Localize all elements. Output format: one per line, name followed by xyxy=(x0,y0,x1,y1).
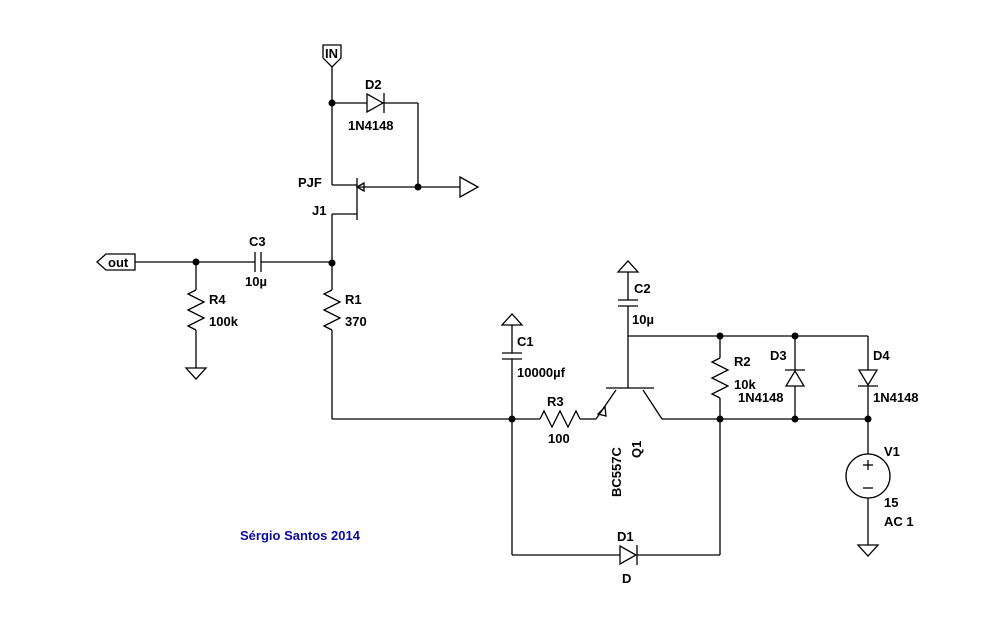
output-port-label: out xyxy=(108,255,129,270)
c3-value: 10µ xyxy=(245,274,267,289)
d3-name: D3 xyxy=(770,348,787,363)
diode-d4: D4 1N4148 xyxy=(857,348,919,405)
d4-name: D4 xyxy=(873,348,890,363)
v1-name: V1 xyxy=(884,444,900,459)
input-port: IN xyxy=(322,44,342,68)
c1-value: 10000µf xyxy=(517,365,566,380)
c1-name: C1 xyxy=(517,334,534,349)
resistor-r2: R2 10k xyxy=(710,354,756,399)
transistor-q1: BC557C Q1 xyxy=(595,387,663,497)
d1-name: D1 xyxy=(617,529,634,544)
r1-value: 370 xyxy=(345,314,367,329)
author-credit: Sérgio Santos 2014 xyxy=(240,528,361,543)
r2-name: R2 xyxy=(734,354,751,369)
capacitor-c1: C1 10000µf xyxy=(502,334,566,380)
d2-value: 1N4148 xyxy=(348,118,394,133)
d4-value: 1N4148 xyxy=(873,390,919,405)
ground-symbol xyxy=(184,367,208,380)
ground-symbol xyxy=(459,175,480,199)
capacitor-c3: C3 10µ xyxy=(245,234,267,289)
v1-ac: AC 1 xyxy=(884,514,914,529)
ground-symbol xyxy=(616,260,640,273)
diode-d3: D3 1N4148 xyxy=(738,348,806,405)
r4-name: R4 xyxy=(209,292,226,307)
j1-value: PJF xyxy=(298,175,322,190)
r3-name: R3 xyxy=(547,394,564,409)
v1-value: 15 xyxy=(884,495,898,510)
ground-symbol xyxy=(500,313,524,326)
d1-value: D xyxy=(622,571,631,586)
diode-d2: D2 1N4148 xyxy=(332,77,418,133)
j1-name: J1 xyxy=(312,203,326,218)
input-port-label: IN xyxy=(325,46,338,61)
c2-value: 10µ xyxy=(632,312,654,327)
diode-d1: D1 D xyxy=(617,529,638,586)
q1-value: BC557C xyxy=(609,447,624,497)
resistor-r3: R3 100 xyxy=(539,394,581,446)
c2-name: C2 xyxy=(634,281,651,296)
c3-name: C3 xyxy=(249,234,266,249)
capacitor-c2: C2 10µ xyxy=(618,281,654,327)
resistor-r4: R4 100k xyxy=(186,289,239,331)
ground-symbol xyxy=(856,544,880,557)
jfet-j1: PJF J1 xyxy=(298,175,418,220)
r3-value: 100 xyxy=(548,431,570,446)
d2-name: D2 xyxy=(365,77,382,92)
voltage-source-v1: V1 15 AC 1 xyxy=(845,444,914,529)
r2-value: 10k xyxy=(734,377,756,392)
d3-value: 1N4148 xyxy=(738,390,784,405)
r1-name: R1 xyxy=(345,292,362,307)
r4-value: 100k xyxy=(209,314,239,329)
resistor-r1: R1 370 xyxy=(322,289,367,331)
output-port: out xyxy=(96,253,136,271)
q1-name: Q1 xyxy=(629,441,644,458)
